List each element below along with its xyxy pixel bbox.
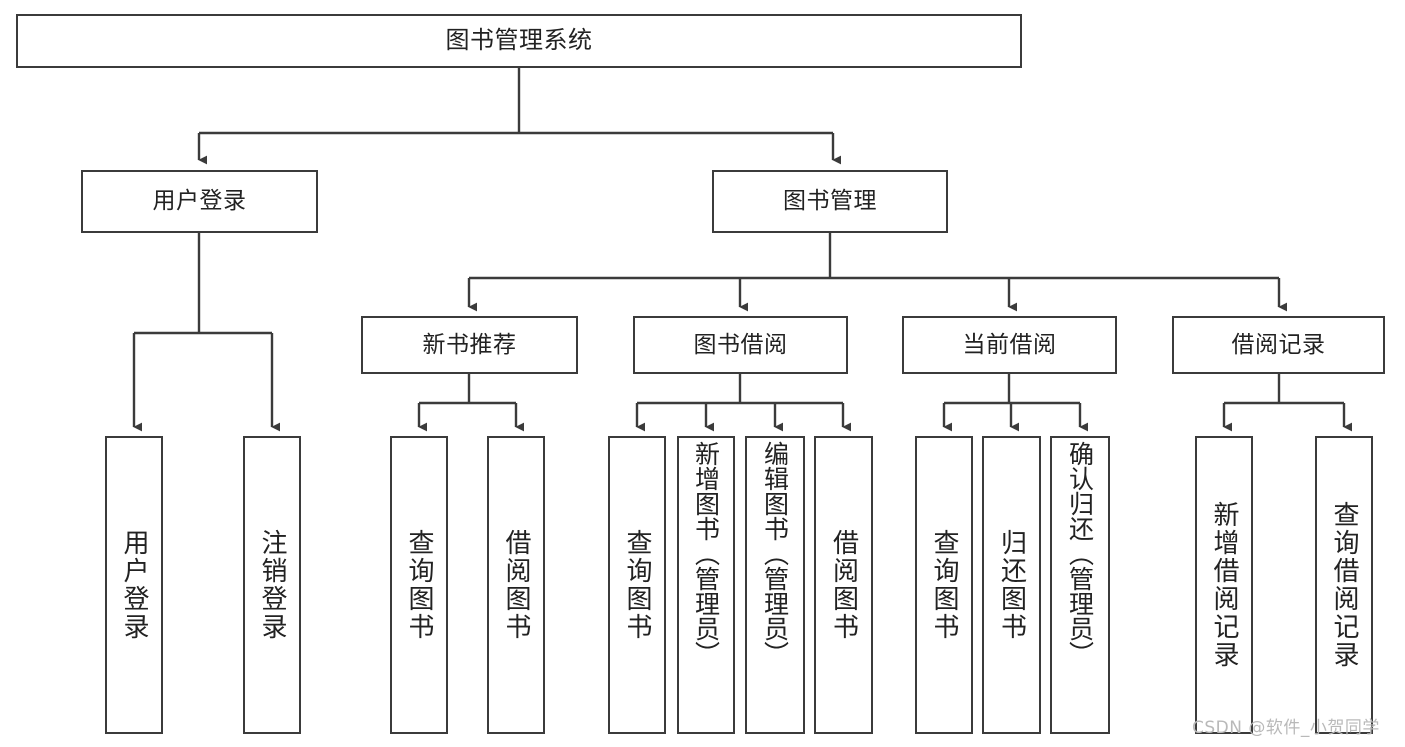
- leaf-edit-book-admin[interactable]: 编辑图书（管理员）: [745, 436, 805, 734]
- node-borrow-records[interactable]: 借阅记录: [1172, 316, 1385, 374]
- node-label: 用户登录: [152, 188, 247, 215]
- leaf-add-borrow-record[interactable]: 新增借阅记录: [1195, 436, 1253, 734]
- node-new-book-recommend[interactable]: 新书推荐: [361, 316, 578, 374]
- node-label: 借阅图书: [828, 529, 859, 641]
- node-label: 新书推荐: [422, 331, 517, 358]
- leaf-return-book[interactable]: 归还图书: [982, 436, 1041, 734]
- watermark: CSDN @软件_小贺同学: [1192, 718, 1380, 738]
- node-root-system[interactable]: 图书管理系统: [16, 14, 1022, 68]
- node-label: 注销登录: [257, 529, 287, 641]
- leaf-logout[interactable]: 注销登录: [243, 436, 301, 734]
- leaf-confirm-return-admin[interactable]: 确认归还（管理员）: [1050, 436, 1110, 734]
- node-label: 新增借阅记录: [1209, 501, 1239, 669]
- node-book-borrow[interactable]: 图书借阅: [633, 316, 848, 374]
- node-label: 归还图书: [996, 529, 1027, 641]
- leaf-add-book-admin[interactable]: 新增图书（管理员）: [677, 436, 735, 734]
- node-label: 借阅图书: [501, 529, 531, 641]
- node-current-borrow[interactable]: 当前借阅: [902, 316, 1117, 374]
- node-label: 用户登录: [119, 529, 149, 641]
- node-label: 图书借阅: [693, 331, 788, 358]
- node-label: 新增图书（管理员）: [691, 441, 721, 666]
- node-user-login[interactable]: 用户登录: [81, 170, 318, 233]
- node-label: 查询图书: [929, 529, 959, 641]
- node-label: 图书管理系统: [445, 26, 593, 55]
- node-label: 确认归还（管理员）: [1065, 441, 1095, 666]
- leaf-query-borrow-record[interactable]: 查询借阅记录: [1315, 436, 1373, 734]
- leaf-query-book-borrow[interactable]: 查询图书: [608, 436, 666, 734]
- node-book-management[interactable]: 图书管理: [712, 170, 948, 233]
- node-label: 查询图书: [622, 529, 652, 641]
- node-label: 借阅记录: [1231, 331, 1326, 358]
- leaf-query-book-recommend[interactable]: 查询图书: [390, 436, 448, 734]
- node-label: 图书管理: [783, 188, 877, 215]
- node-label: 查询借阅记录: [1329, 501, 1359, 669]
- node-label: 编辑图书（管理员）: [760, 441, 790, 666]
- leaf-borrow-book[interactable]: 借阅图书: [814, 436, 873, 734]
- leaf-borrow-book-recommend[interactable]: 借阅图书: [487, 436, 545, 734]
- leaf-query-book-current[interactable]: 查询图书: [915, 436, 973, 734]
- node-label: 查询图书: [404, 529, 434, 641]
- leaf-user-login[interactable]: 用户登录: [105, 436, 163, 734]
- node-label: 当前借阅: [962, 331, 1057, 358]
